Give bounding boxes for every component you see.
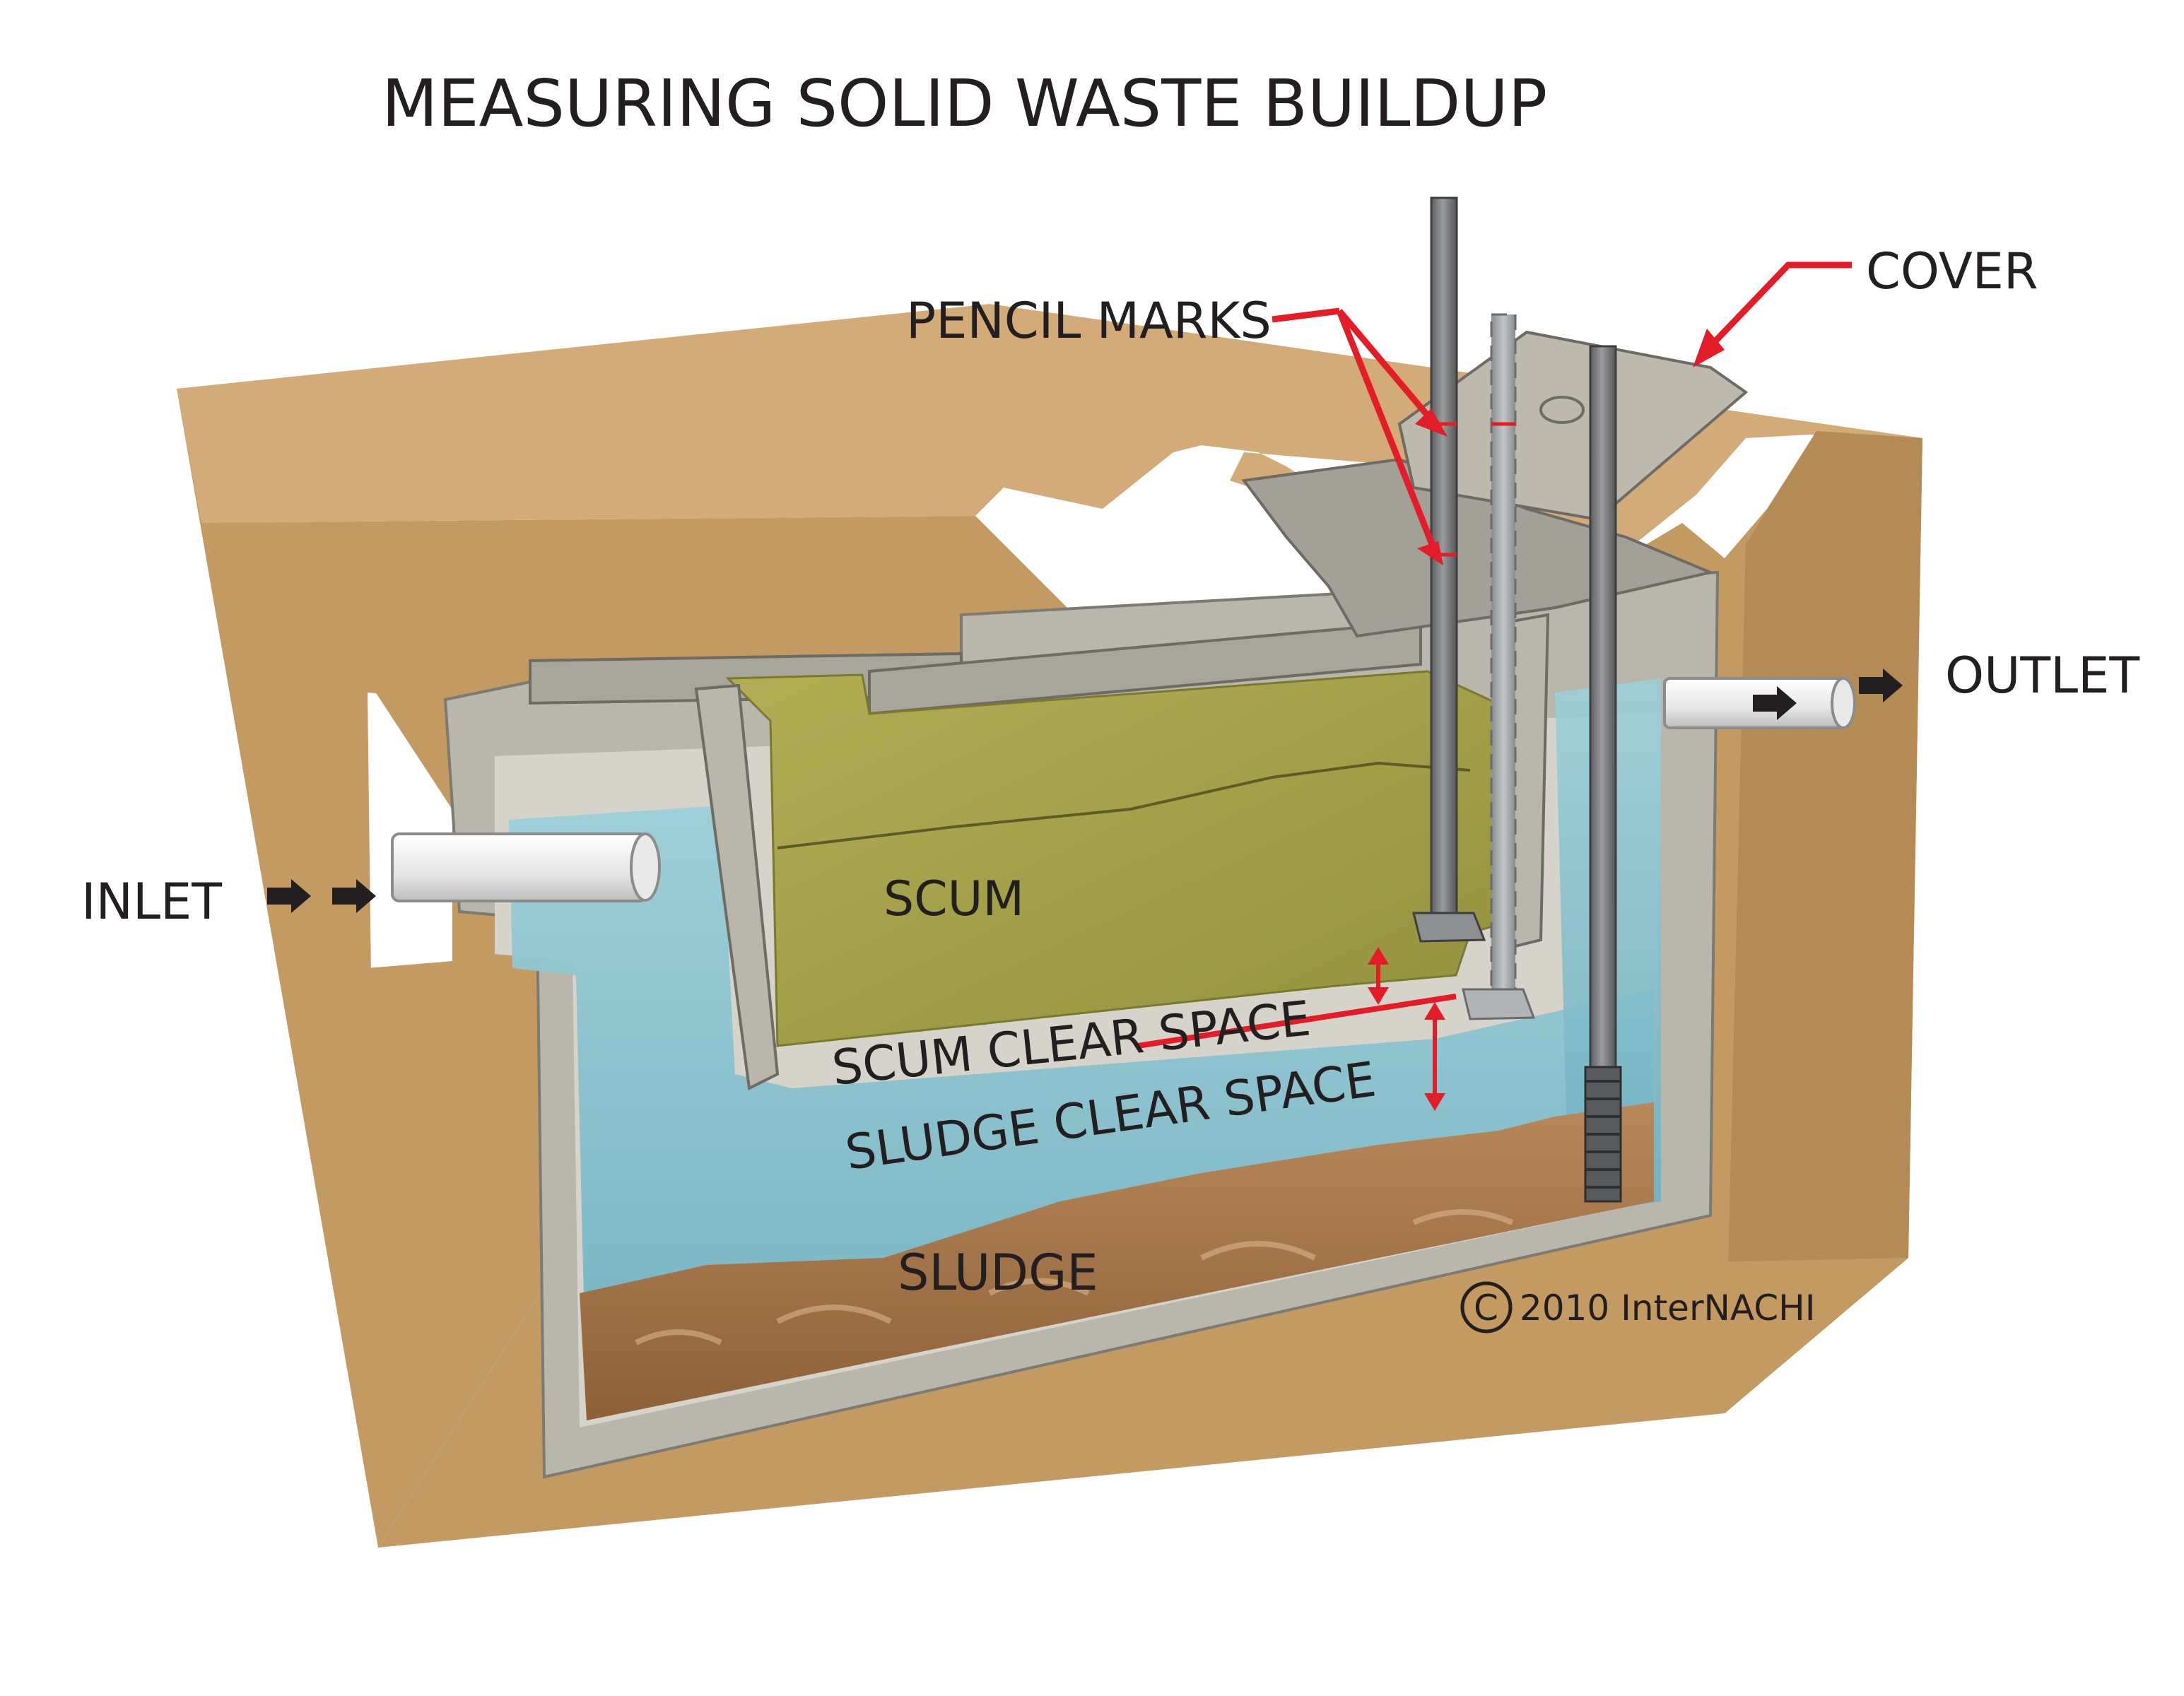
rod-left-foot — [1412, 912, 1486, 943]
sludge-layer — [580, 1102, 1654, 1420]
measuring-rod-right — [1584, 345, 1622, 1203]
pencil-marks-pointer-b — [1336, 310, 1438, 553]
cover-arrowhead — [1693, 329, 1725, 367]
copyright-symbol: C — [1474, 1288, 1498, 1329]
sludge-dim-arrow-bottom — [1424, 1093, 1445, 1111]
inlet-label: INLET — [81, 873, 222, 931]
rod-middle-shaft — [1490, 313, 1517, 1012]
soil-right-face — [1725, 431, 1922, 1413]
cover-label: COVER — [1866, 242, 2038, 300]
inlet-arrow-2 — [332, 879, 376, 913]
rod-right-coil-rings — [1585, 1080, 1621, 1189]
diagram-title: MEASURING SOLID WASTE BUILDUP — [382, 66, 1547, 141]
copyright-notice: C 2010 InterNACHI — [1460, 1281, 1815, 1333]
sludge-dim-arrow-top — [1424, 1002, 1445, 1020]
copyright-text: 2010 InterNACHI — [1520, 1288, 1815, 1329]
soil-front-left — [177, 389, 565, 1548]
scum-clear-space-pointer — [1137, 994, 1457, 1049]
pencil-marks-arrowhead-b — [1417, 541, 1443, 565]
tank-lid-slab-right — [868, 620, 1422, 716]
inlet-flow-arrows — [267, 879, 376, 913]
sludge-label: SLUDGE — [898, 1244, 1098, 1302]
scum-dim-arrow-top — [1368, 947, 1389, 965]
rod-right-shaft — [1589, 345, 1617, 1196]
cover-pointer — [1708, 261, 1852, 349]
cover-handle — [1539, 396, 1585, 424]
pencil-marks-pointer — [1272, 307, 1340, 323]
inlet-pipe-end — [630, 832, 661, 902]
measuring-rod-middle — [1462, 313, 1536, 1020]
inlet-baffle — [694, 683, 780, 1091]
scum-dim-arrow-bottom — [1368, 987, 1389, 1005]
outlet-flow-arrows — [1753, 669, 1903, 720]
inlet-pipe-body — [391, 832, 648, 902]
pointer-group — [1137, 261, 1852, 1111]
rod-middle-foot — [1462, 988, 1536, 1020]
pencil-marks-arrowhead-a — [1415, 408, 1448, 437]
inlet-pipe — [391, 832, 661, 902]
inlet-arrow-1 — [267, 879, 311, 913]
pencil-marks-pointer-a — [1337, 309, 1438, 426]
scum-surface-line — [777, 761, 1471, 849]
outlet-arrow-1 — [1753, 686, 1797, 720]
outlet-label: OUTLET — [1945, 647, 2139, 705]
sludge-texture — [635, 1209, 1514, 1345]
pencil-marks-label: PENCIL MARKS — [906, 292, 1272, 350]
outlet-pipe-end — [1831, 677, 1856, 729]
scum-label: SCUM — [883, 871, 1024, 927]
copyright-circle — [1460, 1281, 1513, 1333]
outlet-arrow-2 — [1859, 669, 1903, 702]
